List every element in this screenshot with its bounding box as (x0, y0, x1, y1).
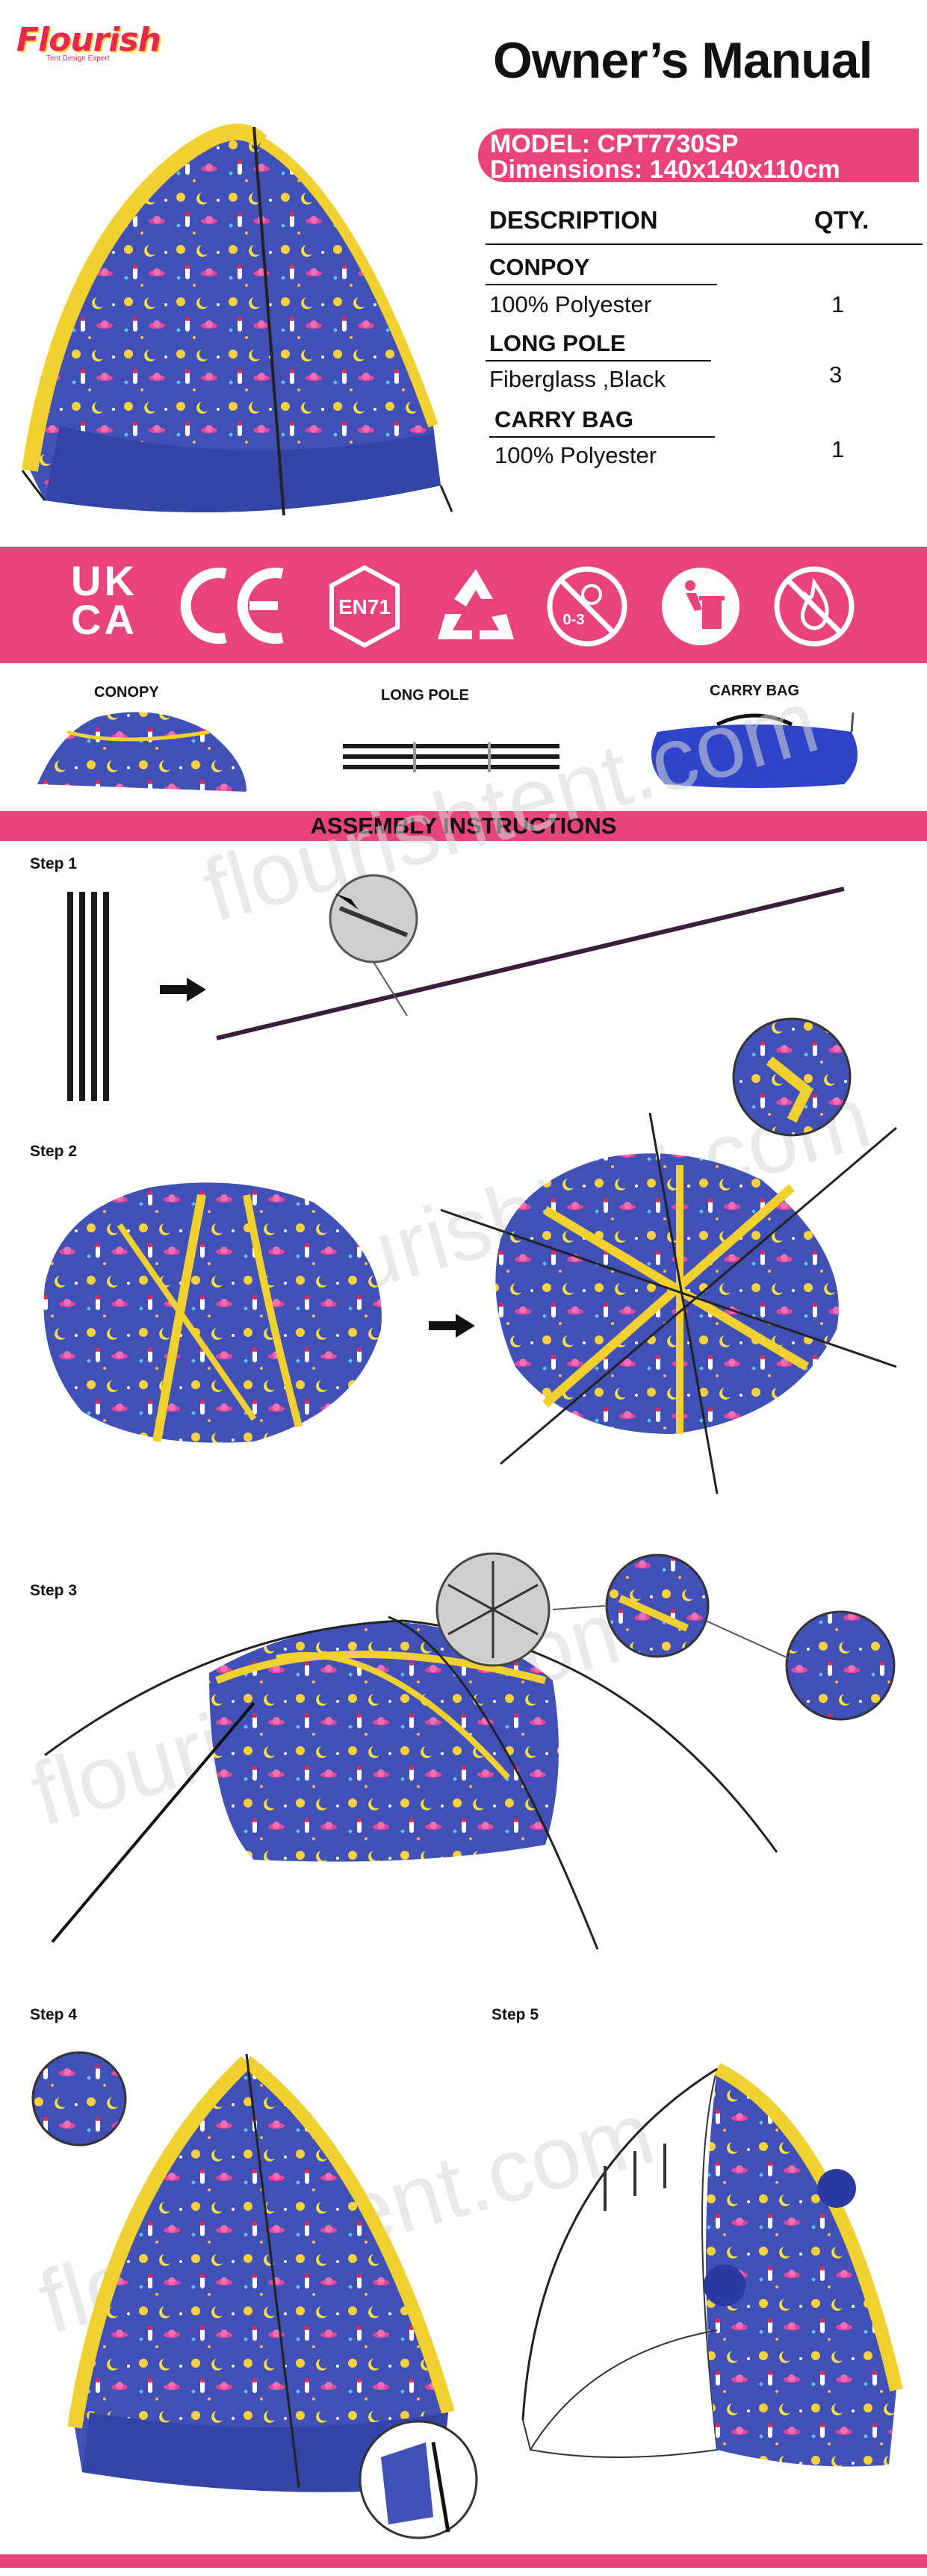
item-material: 100% Polyester (494, 442, 657, 468)
item-divider (486, 360, 711, 361)
assembled-tent-image (31, 2051, 478, 2539)
step-label: Step 2 (30, 1143, 78, 1160)
tent-with-door-open-image (521, 2062, 903, 2467)
item-name: CONPOY (489, 254, 590, 280)
pole-part-image (343, 742, 559, 772)
en71-label: EN71 (338, 595, 391, 618)
page-title: Owner’s Manual (493, 32, 872, 89)
item-qty: 1 (831, 436, 845, 462)
assembled-pole-image (216, 874, 845, 1040)
footer-bar (0, 2554, 927, 2568)
arrow-icon (160, 978, 206, 1002)
item-name: CARRY BAG (494, 406, 634, 432)
step-label: Step 1 (30, 855, 78, 872)
recycle-icon (438, 569, 514, 639)
step-label: Step 3 (30, 1582, 78, 1599)
item-name: LONG POLE (489, 330, 626, 356)
arrow-icon (429, 1314, 475, 1338)
model-number: MODEL: CPT7730SP (490, 130, 739, 158)
part-label-pole: LONG POLE (381, 687, 469, 704)
pole-bending-canopy-image (44, 1552, 896, 1949)
logo-text: Flourish (16, 21, 161, 59)
age-label: 0-3 (563, 612, 585, 628)
item-material: Fiberglass ,Black (489, 366, 666, 392)
header-divider (486, 243, 923, 245)
part-label-bag: CARRY BAG (710, 683, 800, 699)
dispose-bin-icon (662, 568, 740, 645)
canopy-part-image (37, 712, 247, 792)
item-qty: 1 (831, 291, 845, 317)
model-box: MODEL: CPT7730SP Dimensions: 140x140x110… (478, 128, 919, 182)
item-qty: 3 (829, 361, 843, 388)
age-warning-icon: 0-3 (547, 566, 627, 647)
step-label: Step 4 (30, 2006, 78, 2023)
folded-poles-image (67, 892, 109, 1101)
item-material: 100% Polyester (489, 291, 652, 317)
assembly-title: ASSEMBLY INSTRUCTIONS (310, 813, 617, 839)
description-header: DESCRIPTION (489, 206, 658, 234)
ukca-mark: UK CA (71, 557, 137, 643)
step-label: Step 5 (492, 2006, 539, 2023)
qty-header: QTY. (814, 206, 869, 234)
en71-mark-icon: EN71 (329, 565, 400, 648)
poles-inserted-canopy-image (440, 1017, 897, 1494)
brand-logo: Flourish Tent Design Expert (16, 21, 161, 66)
dimensions: Dimensions: 140x140x110cm (490, 155, 840, 184)
flat-canopy-image (43, 1182, 382, 1443)
no-fire-icon (774, 566, 855, 647)
hero-tent-image (21, 123, 453, 516)
item-divider (486, 284, 717, 285)
logo-tagline: Tent Design Expert (46, 55, 110, 63)
carry-bag-part-image (651, 712, 858, 788)
assembly-banner: ASSEMBLY INSTRUCTIONS (0, 811, 927, 841)
item-divider (489, 436, 715, 438)
ce-mark-icon (180, 568, 284, 644)
certification-band (0, 547, 927, 663)
part-label-canopy: CONOPY (94, 684, 159, 701)
